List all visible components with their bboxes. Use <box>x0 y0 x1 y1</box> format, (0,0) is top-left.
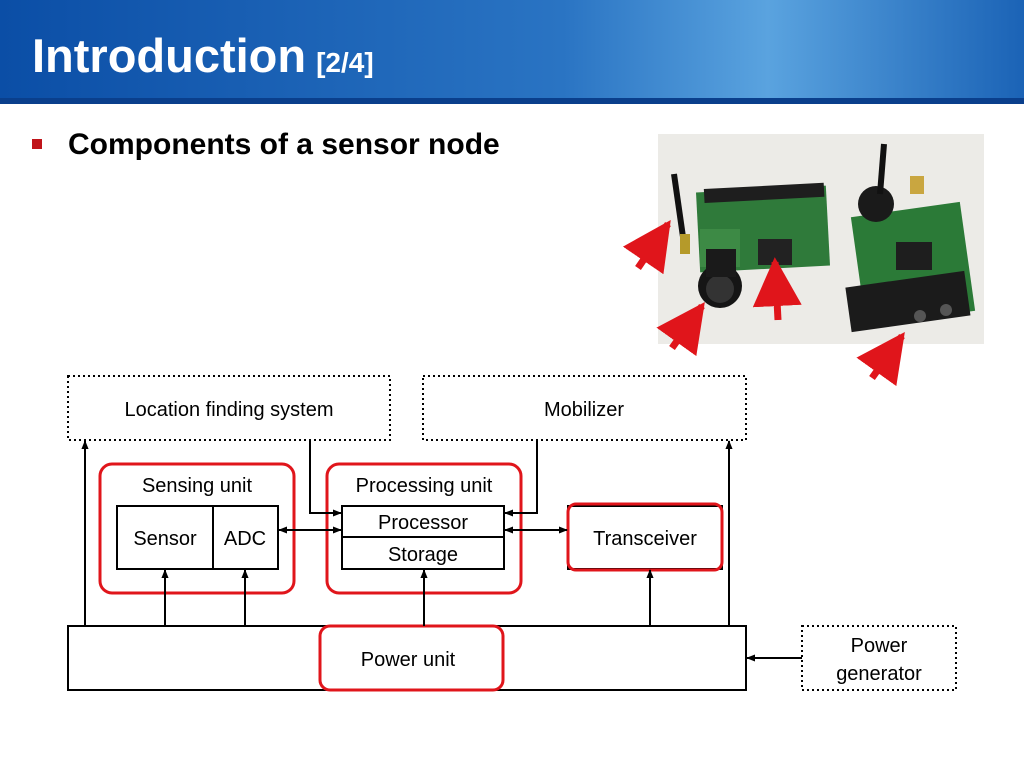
sensor-adc-box <box>116 505 279 570</box>
power-unit-label: Power unit <box>361 649 456 671</box>
transceiver-label: Transceiver <box>593 528 697 550</box>
connector-arrows <box>81 440 802 662</box>
storage-box <box>341 536 505 570</box>
transceiver-highlight <box>566 502 724 572</box>
location-finding-label: Location finding system <box>124 399 333 421</box>
sensing-unit-label: Sensing unit <box>142 475 253 497</box>
sensor-node-photo <box>658 134 984 344</box>
sensor-label: Sensor <box>133 528 197 550</box>
mobilizer-label: Mobilizer <box>544 399 624 421</box>
bullet-text: Components of a sensor node <box>68 128 500 161</box>
processor-label: Processor <box>378 512 468 534</box>
photo-pointer-arrows <box>622 219 905 387</box>
processing-unit-label: Processing unit <box>356 475 493 497</box>
power-generator-label-line2: generator <box>836 663 922 685</box>
bullet-square-icon <box>32 139 42 149</box>
title-bar <box>0 0 1024 104</box>
slide-title: Introduction [2/4] <box>32 28 374 83</box>
storage-label: Storage <box>388 544 458 566</box>
title-text: Introduction <box>32 29 307 82</box>
mobilizer-box <box>422 375 747 441</box>
power-generator-box <box>801 625 957 691</box>
power-generator-label-line1: Power <box>851 635 908 657</box>
power-unit-highlight <box>318 624 505 692</box>
title-suffix: [2/4] <box>316 47 374 78</box>
adc-label: ADC <box>224 528 266 550</box>
location-finding-box <box>67 375 391 441</box>
